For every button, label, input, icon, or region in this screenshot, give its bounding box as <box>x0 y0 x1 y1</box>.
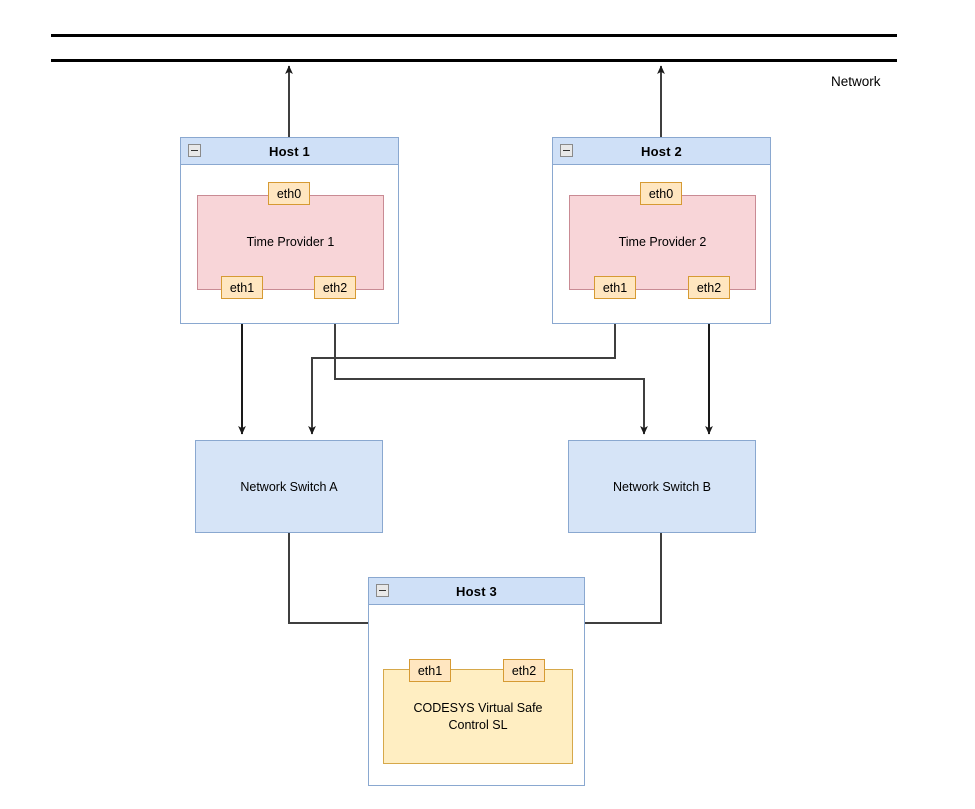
host-1-container[interactable]: Host 1 Time Provider 1 <box>180 137 399 324</box>
codesys-label: CODESYS Virtual Safe Control SL <box>414 700 543 734</box>
port-host1-eth1-label: eth1 <box>229 280 255 295</box>
port-host3-eth2[interactable]: eth2 <box>503 659 545 682</box>
host-3-header[interactable]: Host 3 <box>369 578 584 605</box>
host-2-container[interactable]: Host 2 Time Provider 2 <box>552 137 771 324</box>
host-3-body: CODESYS Virtual Safe Control SL <box>369 605 584 785</box>
port-host2-eth2-label: eth2 <box>696 280 722 295</box>
port-host3-eth1-label: eth1 <box>417 663 443 678</box>
minus-box-icon[interactable] <box>188 144 201 157</box>
port-host1-eth1[interactable]: eth1 <box>221 276 263 299</box>
host-2-title: Host 2 <box>641 143 682 159</box>
port-host2-eth0-label: eth0 <box>648 186 674 201</box>
port-host2-eth0[interactable]: eth0 <box>640 182 682 205</box>
port-host2-eth1[interactable]: eth1 <box>594 276 636 299</box>
network-switch-b-label: Network Switch B <box>613 479 711 494</box>
port-host1-eth2[interactable]: eth2 <box>314 276 356 299</box>
host-1-body: Time Provider 1 <box>181 165 398 323</box>
time-provider-2-box[interactable]: Time Provider 2 <box>569 195 756 290</box>
minus-box-icon[interactable] <box>560 144 573 157</box>
port-host1-eth0[interactable]: eth0 <box>268 182 310 205</box>
time-provider-2-label: Time Provider 2 <box>618 235 707 250</box>
host-2-body: Time Provider 2 <box>553 165 770 323</box>
host-3-title: Host 3 <box>456 583 497 599</box>
port-host1-eth0-label: eth0 <box>276 186 302 201</box>
host-1-title: Host 1 <box>269 143 310 159</box>
port-host3-eth1[interactable]: eth1 <box>409 659 451 682</box>
network-switch-b-box[interactable]: Network Switch B <box>568 440 756 533</box>
network-switch-a-box[interactable]: Network Switch A <box>195 440 383 533</box>
network-bus-label: Network <box>831 74 881 89</box>
host-2-header[interactable]: Host 2 <box>553 138 770 165</box>
time-provider-1-label: Time Provider 1 <box>246 235 335 250</box>
codesys-label-line1: CODESYS Virtual Safe <box>413 700 543 715</box>
port-host1-eth2-label: eth2 <box>322 280 348 295</box>
time-provider-1-box[interactable]: Time Provider 1 <box>197 195 384 290</box>
network-switch-a-label: Network Switch A <box>240 479 338 494</box>
host-3-container[interactable]: Host 3 CODESYS Virtual Safe Control SL <box>368 577 585 786</box>
port-host2-eth1-label: eth1 <box>602 280 628 295</box>
port-host2-eth2[interactable]: eth2 <box>688 276 730 299</box>
codesys-virtual-safe-control-box[interactable]: CODESYS Virtual Safe Control SL <box>383 669 573 764</box>
codesys-label-line2: Control SL <box>448 717 508 732</box>
port-host3-eth2-label: eth2 <box>511 663 537 678</box>
minus-box-icon[interactable] <box>376 584 389 597</box>
host-1-header[interactable]: Host 1 <box>181 138 398 165</box>
